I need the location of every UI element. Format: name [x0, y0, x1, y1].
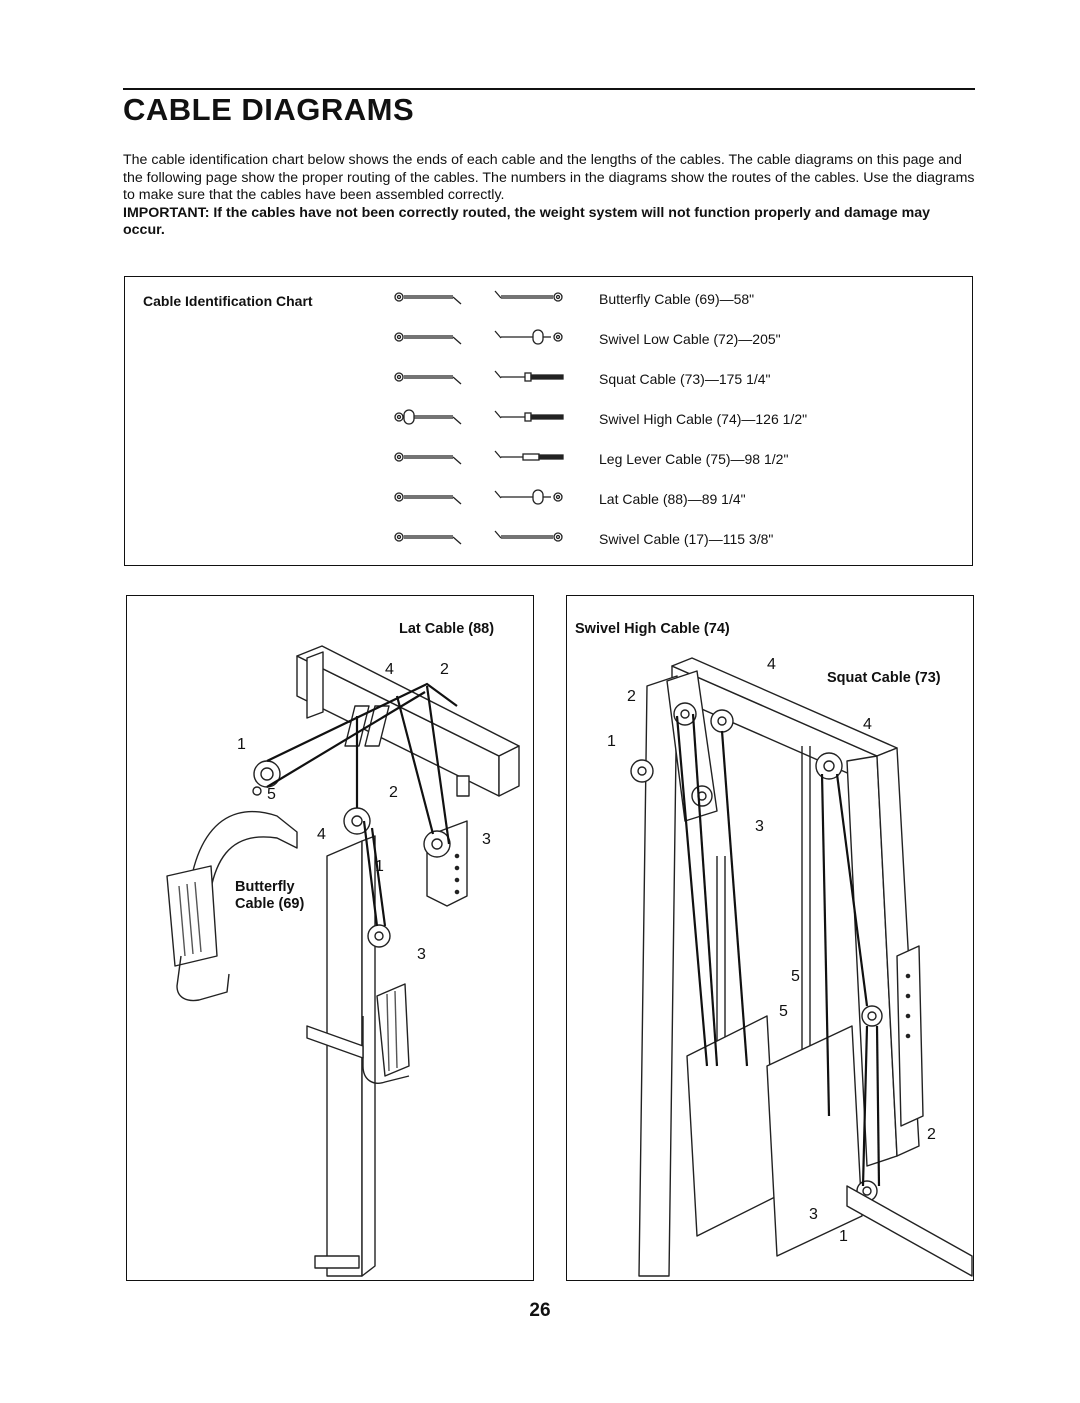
lat-cable-diagram: Lat Cable (88) Butterfly Cable (69) 4 2 … — [126, 595, 534, 1281]
callout-2: 2 — [440, 661, 449, 678]
cable-end-drawings — [394, 290, 564, 545]
callout-5: 5 — [267, 786, 276, 803]
cable-row-squat: Squat Cable (73)—175 1/4" — [599, 371, 771, 387]
butterfly-cable-label-2: Cable (69) — [235, 896, 305, 912]
lat-cable-label: Lat Cable (88) — [399, 621, 495, 637]
callout-r-4: 4 — [767, 656, 776, 673]
cable-end-row-1 — [394, 290, 563, 305]
cable-row-swivel-high: Swivel High Cable (74)—126 1/2" — [599, 411, 808, 427]
intro-text: The cable identification chart below sho… — [123, 152, 975, 240]
cable-row-swivel: Swivel Cable (17)—115 3/8" — [599, 531, 774, 547]
callout-4: 4 — [385, 661, 394, 678]
callout-r-3b: 3 — [809, 1206, 818, 1223]
cable-end-row-3 — [394, 370, 564, 385]
chart-label: Cable Identification Chart — [143, 293, 313, 309]
page-number: 26 — [529, 1300, 551, 1321]
cable-row-butterfly: Butterfly Cable (69)—58" — [599, 291, 755, 307]
lat-butterfly-illustration — [166, 645, 520, 1277]
cable-end-row-7 — [394, 530, 563, 545]
callout-r-5b: 5 — [779, 1003, 788, 1020]
callout-r-2b: 2 — [927, 1126, 936, 1143]
callout-r-1b: 1 — [839, 1228, 848, 1245]
callout-r-2: 2 — [627, 688, 636, 705]
callout-r-1: 1 — [607, 733, 616, 750]
cable-end-row-6 — [394, 489, 563, 505]
swivel-squat-illustration — [630, 657, 973, 1277]
important-note: IMPORTANT: If the cables have not been c… — [123, 204, 930, 239]
swivel-high-cable-label: Swivel High Cable (74) — [575, 621, 730, 637]
cable-end-row-5 — [394, 450, 564, 465]
cable-end-row-4 — [394, 409, 564, 425]
callout-3b: 3 — [417, 946, 426, 963]
cable-end-row-2 — [394, 329, 563, 345]
cable-row-leg-lever: Leg Lever Cable (75)—98 1/2" — [599, 451, 789, 467]
title-rule — [123, 88, 975, 90]
callout-r-3: 3 — [755, 818, 764, 835]
intro-paragraph: The cable identification chart below sho… — [123, 152, 975, 203]
callout-1: 1 — [237, 736, 246, 753]
callout-1b: 1 — [375, 858, 384, 875]
butterfly-cable-label-1: Butterfly — [235, 879, 295, 895]
callout-2b: 2 — [389, 784, 398, 801]
callout-4b: 4 — [317, 826, 326, 843]
swivel-high-cable-diagram: Swivel High Cable (74) Squat Cable (73) … — [566, 595, 974, 1281]
callout-r-4b: 4 — [863, 716, 872, 733]
callout-3: 3 — [482, 831, 491, 848]
page-title: CABLE DIAGRAMS — [123, 92, 415, 127]
squat-cable-label: Squat Cable (73) — [827, 670, 941, 686]
cable-row-swivel-low: Swivel Low Cable (72)—205" — [599, 331, 781, 347]
cable-identification-chart: Cable Identification Chart — [124, 276, 973, 566]
callout-r-5: 5 — [791, 968, 800, 985]
cable-row-lat: Lat Cable (88)—89 1/4" — [599, 491, 746, 507]
